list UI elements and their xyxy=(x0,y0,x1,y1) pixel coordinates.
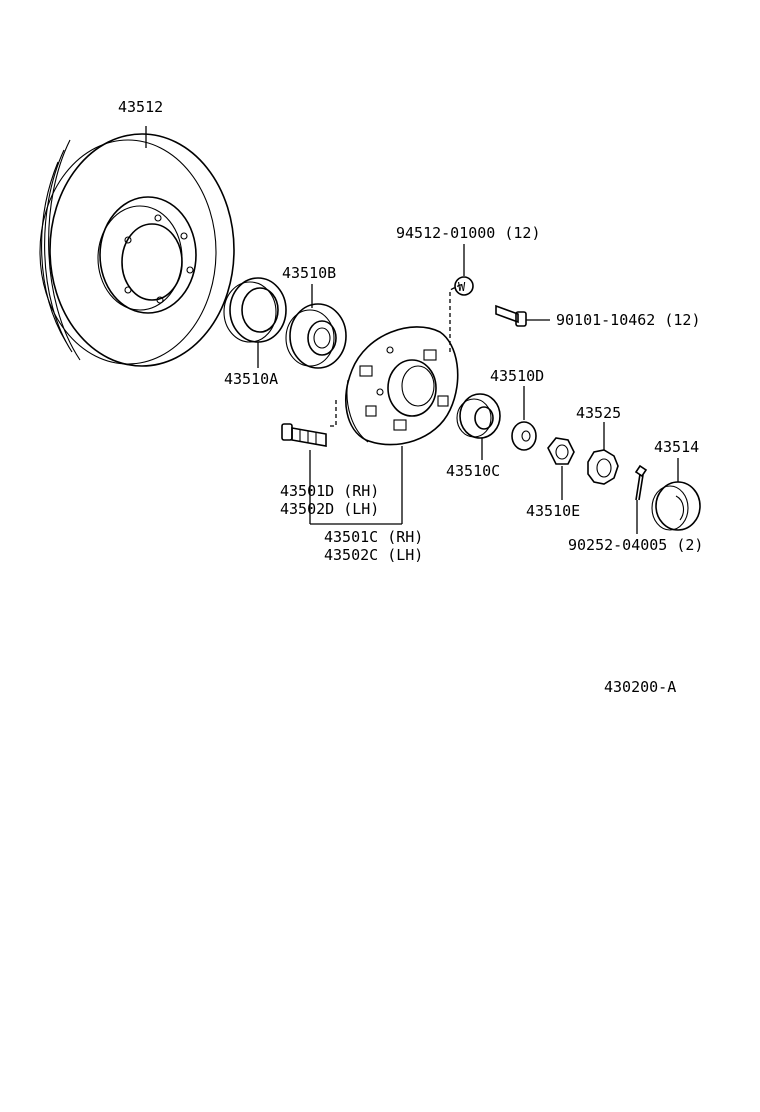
label-hub-lh: 43502C (LH) xyxy=(324,546,423,564)
thrust-washer[interactable] xyxy=(511,421,537,451)
label-bolt-ref: 90101-10462 (12) xyxy=(556,311,701,329)
adjusting-nut[interactable] xyxy=(547,437,575,465)
grease-cap[interactable] xyxy=(651,481,701,531)
label-hub-rh: 43501C (RH) xyxy=(324,528,423,546)
bolt[interactable] xyxy=(495,304,527,327)
svg-text:W: W xyxy=(458,280,466,294)
outer-bearing[interactable] xyxy=(285,303,347,369)
brake-disc[interactable] xyxy=(39,133,235,367)
inner-bearing[interactable] xyxy=(456,393,501,439)
oil-seal[interactable] xyxy=(223,277,287,343)
label-hub-bolt-lh: 43502D (LH) xyxy=(280,500,379,518)
label-washer: 43510D xyxy=(490,367,544,385)
screw-w[interactable]: W xyxy=(454,276,474,296)
cotter-pin[interactable] xyxy=(634,464,648,501)
hub-bolt[interactable] xyxy=(281,423,327,447)
label-cotter-pin: 90252-04005 (2) xyxy=(568,536,703,554)
label-seal: 43510A xyxy=(224,370,278,388)
label-inner-bearing: 43510C xyxy=(446,462,500,480)
axle-hub[interactable] xyxy=(345,326,459,446)
label-lock-nut: 43525 xyxy=(576,404,621,422)
label-screw-ref: 94512-01000 (12) xyxy=(396,224,541,242)
label-hub-bolt-rh: 43501D (RH) xyxy=(280,482,379,500)
label-grease-cap: 43514 xyxy=(654,438,699,456)
figure-code: 430200-A xyxy=(604,678,676,696)
lock-nut-cap[interactable] xyxy=(587,449,619,485)
label-disc: 43512 xyxy=(118,98,163,116)
label-nut: 43510E xyxy=(526,502,580,520)
disc-bolt-holes xyxy=(124,214,194,304)
label-outer-bearing: 43510B xyxy=(282,264,336,282)
